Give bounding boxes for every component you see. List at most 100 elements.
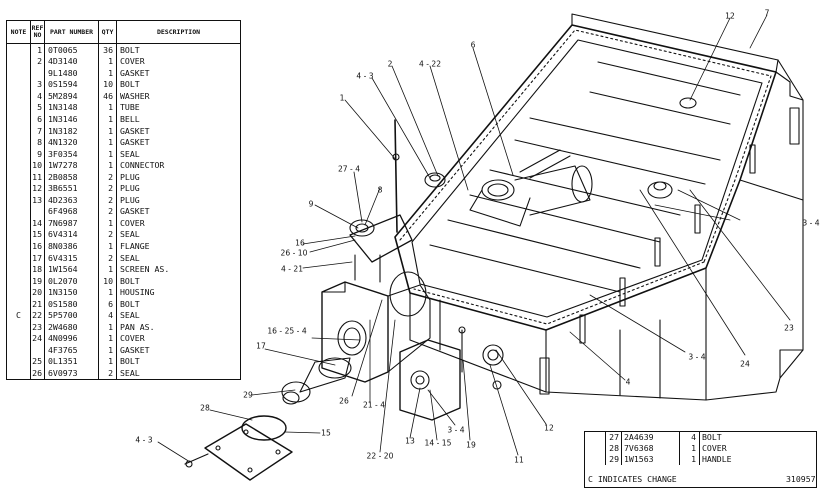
qty-cell: 10 [98,274,117,287]
ref-no-cell [30,344,45,356]
parts-table-header: NOTE REF NO PART NUMBER QTY DESCRIPTION [6,20,241,44]
description-cell: BOLT [116,355,241,368]
part-number-cell: 9L1480 [44,67,99,79]
description-cell: BOLT [699,431,816,443]
part-number-cell: 1N3150 [44,286,99,299]
note-cell [6,78,31,91]
callout-3-4-right: 3 - 4 [802,218,820,228]
note-cell [6,251,31,264]
part-number-cell: 6V4314 [44,228,99,241]
description-cell: BOLT [116,43,241,56]
ref-no-cell: 1 [30,43,45,56]
description-cell: GASKET [116,344,241,356]
qty-cell: 1 [98,101,117,114]
note-cell [6,263,31,275]
part-number-cell: 2A4639 [621,431,680,443]
callout-21-4: 21 - 4 [362,400,386,410]
callout-19: 19 [466,440,476,450]
part-number-cell: 1W1564 [44,263,99,275]
ref-no-cell: 8 [30,136,45,148]
part-number-cell: 0S1580 [44,298,99,310]
description-cell: SEAL [116,309,241,322]
note-cell [6,286,31,299]
description-cell: GASKET [116,205,241,218]
qty-cell: 1 [98,240,117,252]
gasket-bolt-rail [399,29,772,325]
ref-no-cell: 28 [605,443,622,454]
ref-no-cell: 16 [30,240,45,252]
callout-26-lower: 26 [339,396,349,406]
qty-cell: 1 [98,55,117,68]
callout-13: 13 [405,436,415,446]
callout-16: 16 [295,238,305,248]
note-cell [6,101,31,114]
note-cell: C [6,309,31,322]
ref-no-cell: 18 [30,263,45,275]
description-cell: SEAL [116,367,241,381]
ref-no-cell: 6 [30,113,45,125]
note-cell [6,205,31,218]
ref-no-cell: 9 [30,147,45,160]
description-cell: TUBE [116,101,241,114]
qty-cell: 2 [98,367,117,381]
ref-no-cell: 2 [30,55,45,68]
qty-cell: 1 [98,124,117,137]
description-cell: BELL [116,113,241,125]
description-cell: SCREEN AS. [116,263,241,275]
ref-no-cell: 29 [605,454,622,465]
qty-cell: 1 [98,159,117,172]
description-cell: FLANGE [116,240,241,252]
description-cell: SEAL [116,147,241,160]
note-cell [6,274,31,287]
callout-14-15: 14 - 15 [424,438,452,448]
note-cell [6,332,31,345]
part-number-cell: 1W1563 [621,454,680,465]
part-number-cell: 4D2363 [44,194,99,206]
callout-15: 15 [321,428,331,438]
oil-pan-body [394,13,804,401]
qty-cell: 2 [98,171,117,183]
ref-no-cell: 21 [30,298,45,310]
callout-11: 11 [514,455,524,465]
qty-cell: 2 [98,205,117,218]
qty-cell: 2 [98,228,117,241]
part-number-cell: 1N3182 [44,124,99,137]
note-cell [6,355,31,368]
ref-no-cell: 20 [30,286,45,299]
callout-4-3-bottom: 4 - 3 [135,435,153,445]
header-note: NOTE [6,20,31,44]
ref-no-cell: 22 [30,309,45,322]
ref-no-cell: 25 [30,355,45,368]
qty-cell: 2 [98,194,117,206]
description-cell: HOUSING [116,286,241,299]
callout-2: 2 [387,59,393,69]
ref-no-cell: 5 [30,101,45,114]
note-cell [6,55,31,68]
note-cell [6,194,31,206]
description-cell: COVER [699,443,816,454]
qty-cell: 10 [98,78,117,91]
internal-baffles [429,61,741,293]
part-number-cell: 7N6987 [44,217,99,229]
callout-3-4-bottom: 3 - 4 [447,425,465,435]
description-cell: PLUG [116,194,241,206]
qty-cell: 1 [98,263,117,275]
front-housing [321,119,431,383]
note-cell [6,367,31,381]
ref-no-cell: 23 [30,321,45,333]
part-number-cell: 6V4315 [44,251,99,264]
note-cell [6,90,31,102]
